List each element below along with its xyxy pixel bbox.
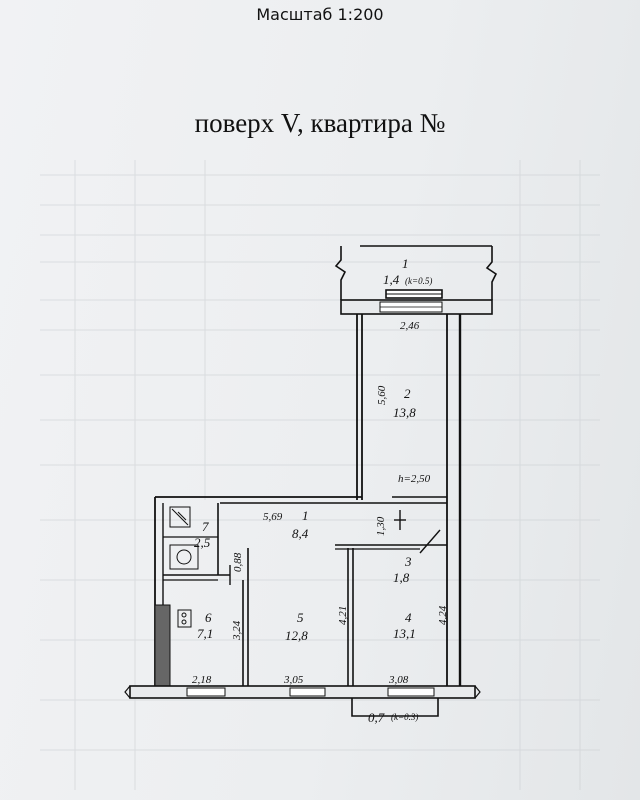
dim-room6-height: 3,24	[231, 620, 243, 641]
dim-room5-height: 4,21	[337, 606, 349, 625]
room-7-number: 7	[202, 519, 209, 534]
balcony-top-coef: (k=0.5)	[405, 276, 432, 286]
dim-bath-depth: 0,88	[232, 552, 244, 572]
room-4-number: 4	[405, 610, 412, 625]
room-1-area: 8,4	[292, 526, 309, 541]
background-grid	[40, 160, 600, 790]
room-7-area: 2,5	[194, 535, 211, 550]
room-5-area: 12,8	[285, 628, 308, 643]
room-2-area: 13,8	[393, 405, 416, 420]
room-6-number: 6	[205, 610, 212, 625]
room-5-number: 5	[297, 610, 304, 625]
room-3-area: 1,8	[393, 570, 410, 585]
plumbing	[169, 506, 199, 628]
floor-title: поверх V, квартира №	[194, 108, 446, 138]
room-6-area: 7,1	[197, 626, 213, 641]
room-1-number: 1	[302, 508, 309, 523]
balcony-bottom-coef: (k=0.3)	[391, 712, 418, 722]
balcony-top-number: 1	[402, 256, 409, 271]
door-marks	[229, 510, 441, 585]
dim-hall-depth: 1,30	[375, 516, 387, 536]
scale-label: Масштаб 1:200	[256, 5, 384, 24]
dim-bottom-w2: 3,05	[283, 674, 304, 686]
balcony-top-area: 1,4	[383, 272, 400, 287]
dim-room2-height: 5,60	[376, 385, 388, 405]
dim-hall-length: 5,69	[263, 511, 283, 523]
room-labels: 1 1,4 (k=0.5) 2 13,8 1 8,4 3 1,8 4 13,1 …	[194, 256, 432, 725]
dim-ceiling-height: h=2,50	[398, 473, 431, 485]
balcony-bottom-area: 0,7	[368, 710, 385, 725]
walls	[124, 299, 493, 717]
dim-bottom-w3: 3,08	[388, 674, 409, 686]
dimension-labels: 2,46 5,60 h=2,50 5,69 1,30 0,88 3,24 4,2…	[192, 320, 449, 686]
balcony-top	[334, 245, 498, 300]
room-4-area: 13,1	[393, 626, 416, 641]
room-3-number: 3	[404, 554, 412, 569]
dim-room4-height: 4,24	[437, 605, 449, 625]
room-2-number: 2	[404, 386, 411, 401]
dim-bottom-w1: 2,18	[192, 674, 212, 686]
dim-top-width: 2,46	[400, 320, 420, 332]
